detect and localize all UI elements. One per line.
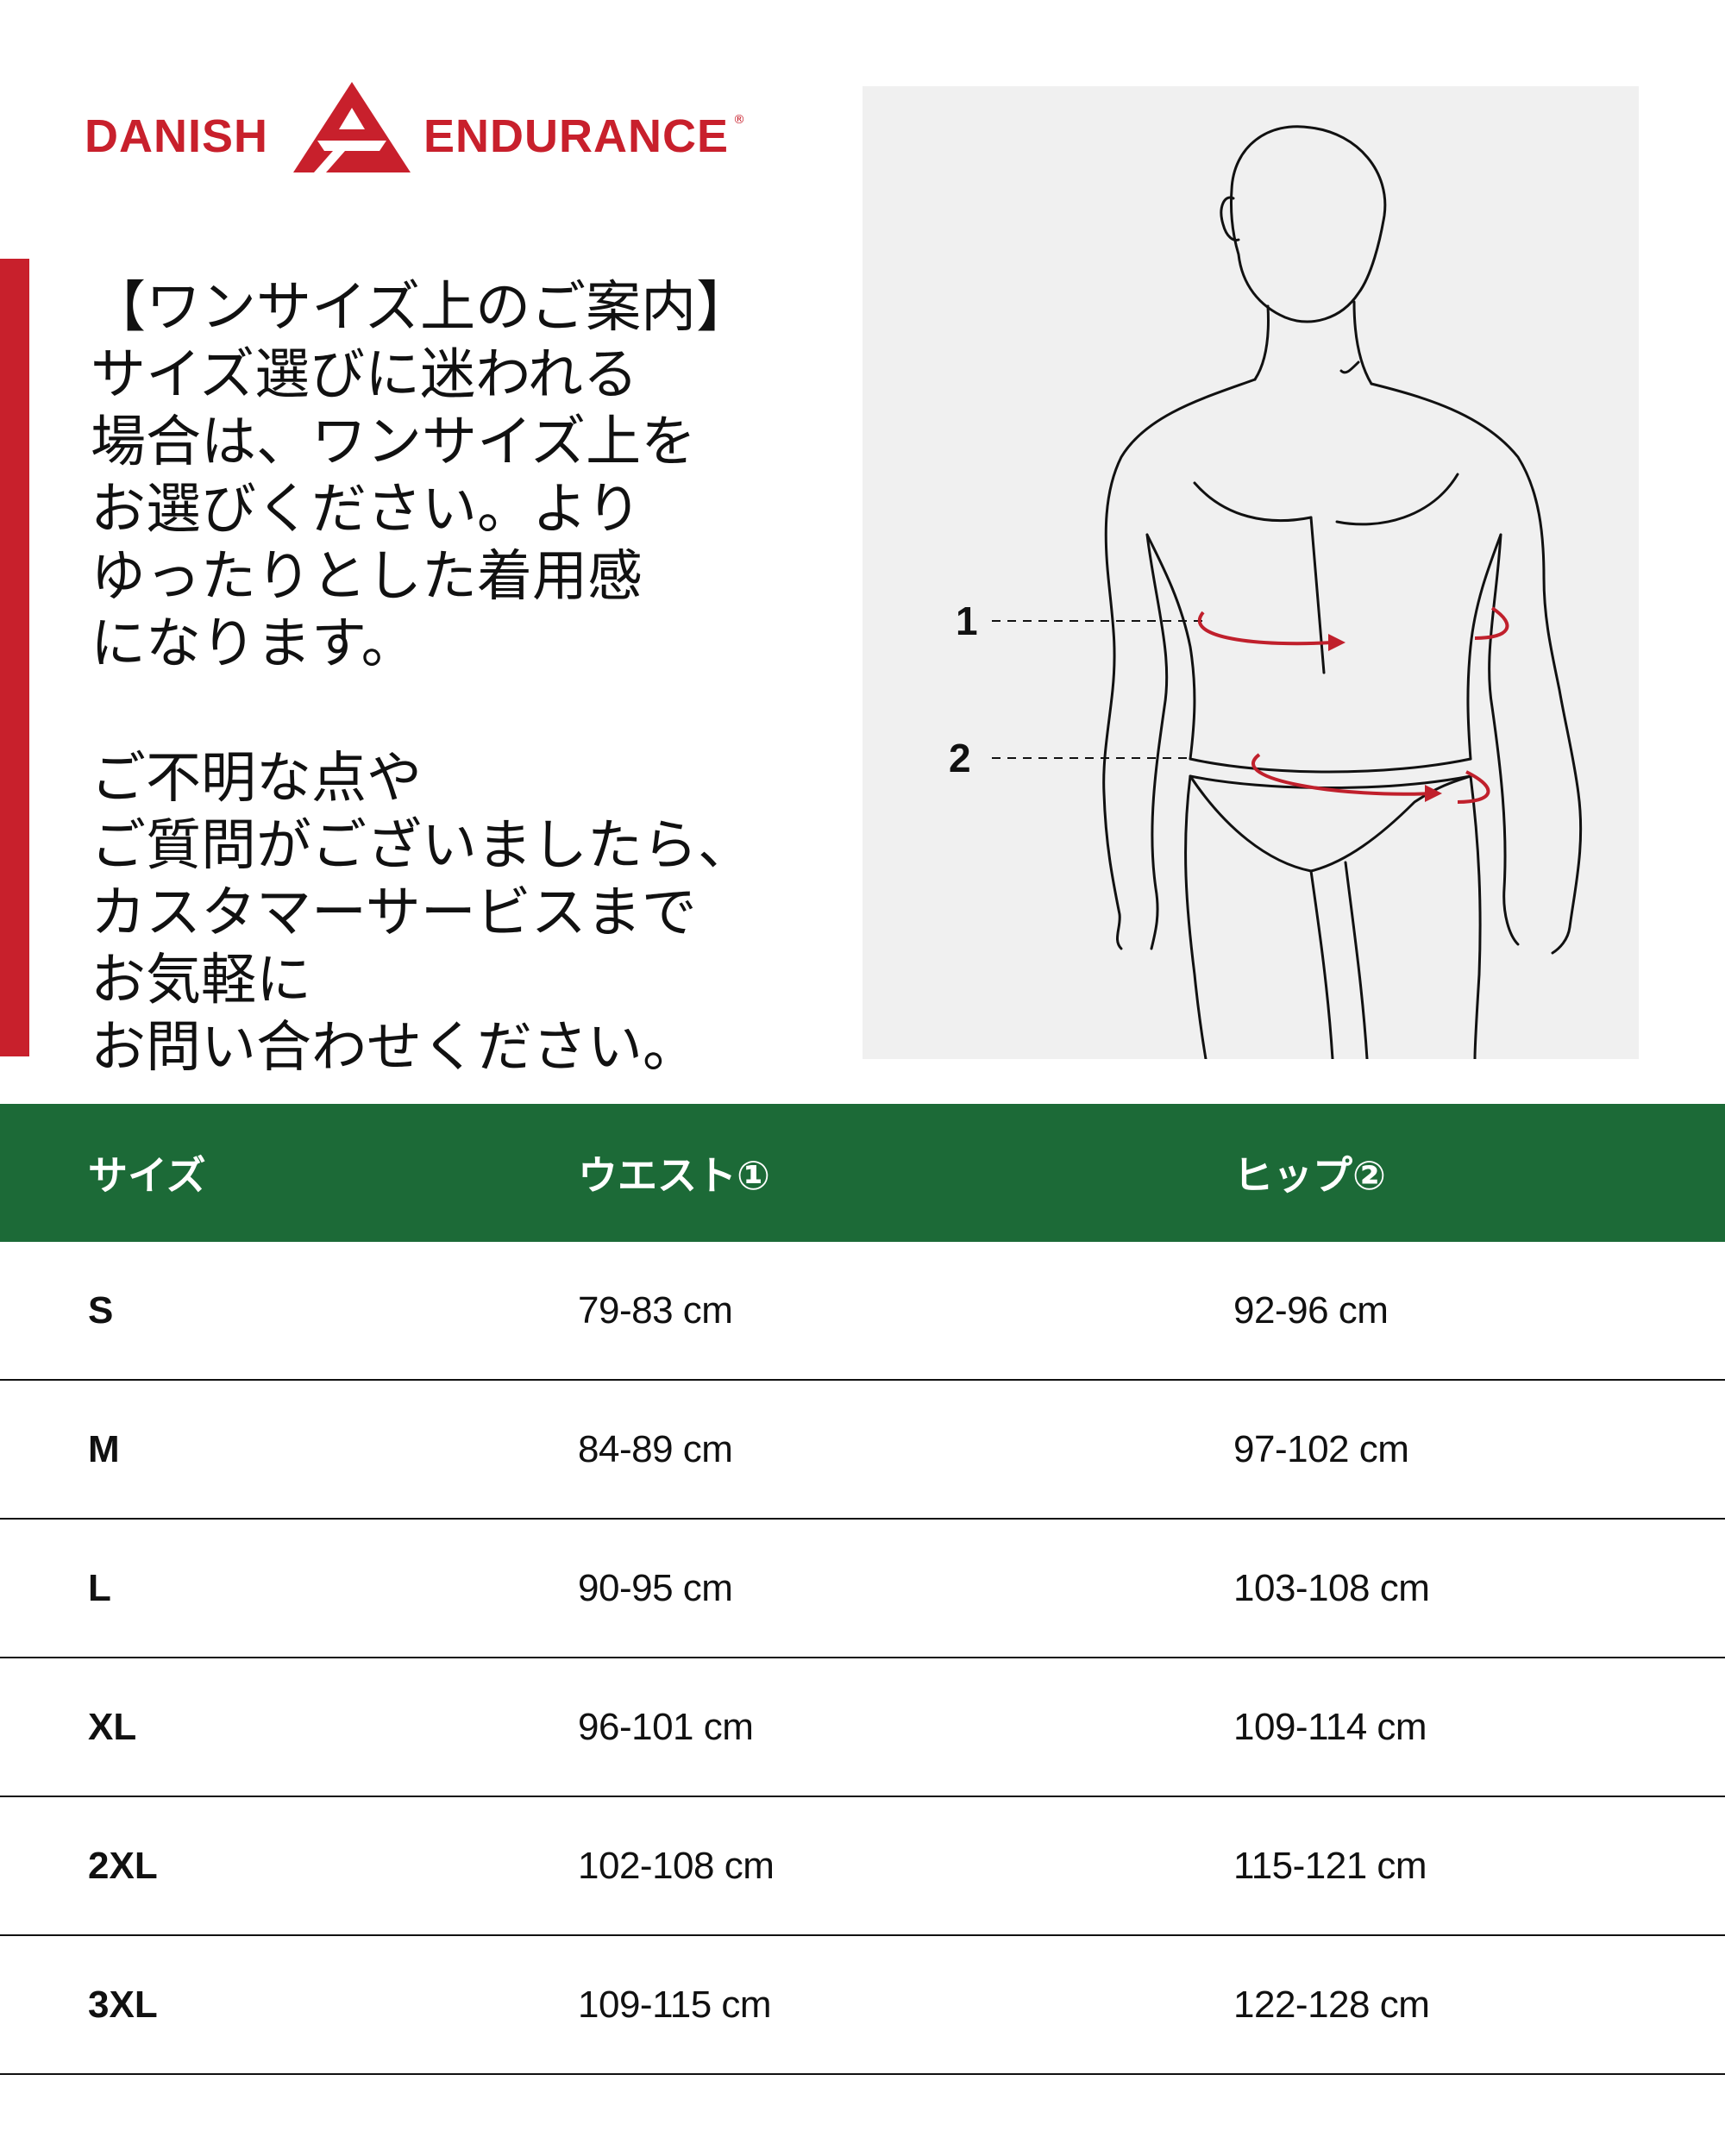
size-advice-paragraph: 【ワンサイズ上のご案内】 サイズ選びに迷われる 場合は、ワンサイズ上を お選びく…	[91, 276, 752, 676]
hip-cell: 97-102 cm	[1233, 1427, 1409, 1470]
waist-cell: 90-95 cm	[578, 1566, 733, 1609]
table-row: 3XL 109-115 cm 122-128 cm	[0, 1936, 1725, 2075]
size-table: サイズ ウエスト① ヒップ② S 79-83 cm 92-96 cm M 84-…	[0, 1104, 1725, 2075]
body-measurement-figure: 1 2	[862, 86, 1639, 1059]
table-row: 2XL 102-108 cm 115-121 cm	[0, 1797, 1725, 1936]
size-cell: L	[88, 1566, 111, 1609]
accent-bar	[0, 259, 29, 1056]
table-row: XL 96-101 cm 109-114 cm	[0, 1658, 1725, 1797]
hip-cell: 122-128 cm	[1233, 1983, 1430, 2026]
header-hip: ヒップ②	[1233, 1152, 1386, 1199]
size-cell: 2XL	[88, 1844, 158, 1887]
hip-cell: 103-108 cm	[1233, 1566, 1430, 1609]
hip-cell: 115-121 cm	[1233, 1844, 1427, 1887]
brand-word-danish: DANISH	[85, 110, 269, 162]
intro-text: 【ワンサイズ上のご案内】 サイズ選びに迷われる 場合は、ワンサイズ上を お選びく…	[91, 274, 867, 1081]
brand-logo: DANISH ENDURANCE ®	[85, 82, 749, 177]
waist-marker-label: 1	[956, 599, 978, 643]
logo-mountain-icon	[293, 82, 411, 172]
waist-cell: 96-101 cm	[578, 1705, 754, 1748]
size-cell: M	[88, 1427, 120, 1470]
contact-paragraph: ご不明な点や ご質問がございましたら、 カスタマーサービスまで お気軽に お問い…	[91, 747, 753, 1080]
size-cell: XL	[88, 1705, 137, 1748]
header-size: サイズ	[88, 1152, 206, 1199]
size-table-header: サイズ ウエスト① ヒップ②	[0, 1104, 1725, 1242]
size-cell: S	[88, 1288, 114, 1332]
hip-cell: 109-114 cm	[1233, 1705, 1427, 1748]
hip-cell: 92-96 cm	[1233, 1288, 1389, 1332]
registered-mark: ®	[733, 113, 745, 127]
header-waist: ウエスト①	[578, 1152, 770, 1199]
hip-marker-label: 2	[949, 736, 971, 780]
waist-cell: 79-83 cm	[578, 1288, 733, 1332]
table-row: L 90-95 cm 103-108 cm	[0, 1520, 1725, 1658]
table-row: S 79-83 cm 92-96 cm	[0, 1242, 1725, 1381]
brand-word-endurance: ENDURANCE	[423, 110, 730, 162]
body-outline-illustration: 1 2	[949, 125, 1583, 1059]
waist-cell: 84-89 cm	[578, 1427, 733, 1470]
table-row: M 84-89 cm 97-102 cm	[0, 1381, 1725, 1520]
waist-cell: 102-108 cm	[578, 1844, 775, 1887]
size-cell: 3XL	[88, 1983, 158, 2026]
waist-cell: 109-115 cm	[578, 1983, 772, 2026]
